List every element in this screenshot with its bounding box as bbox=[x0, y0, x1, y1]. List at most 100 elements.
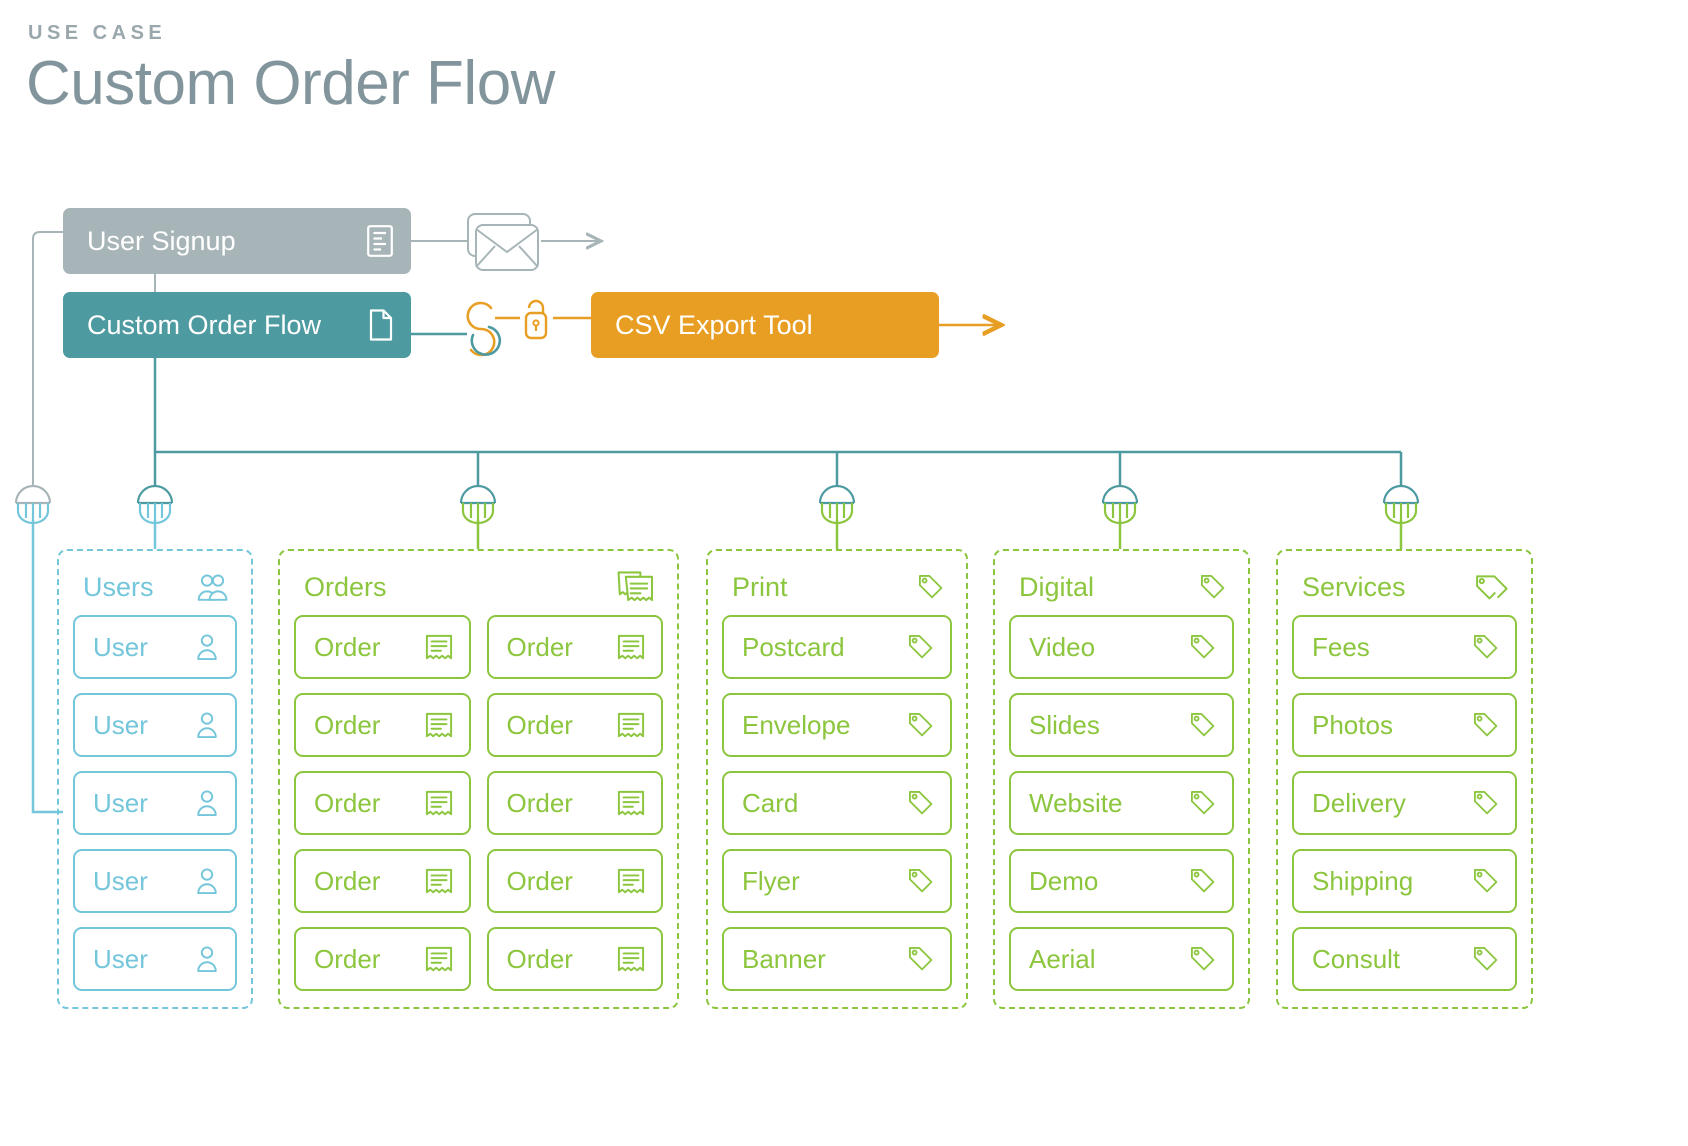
tag-icon bbox=[908, 790, 934, 816]
chip-label: Card bbox=[742, 787, 799, 818]
receipt-icon bbox=[425, 946, 453, 973]
receipt-icon bbox=[617, 634, 645, 661]
receipt-icon bbox=[617, 712, 645, 739]
chip-users-1[interactable]: User bbox=[73, 693, 237, 757]
plug-icon bbox=[14, 484, 52, 525]
chip-label: Shipping bbox=[1312, 865, 1414, 896]
user-icon bbox=[195, 789, 219, 818]
chip-label: Aerial bbox=[1029, 943, 1096, 974]
chip-label: Order bbox=[506, 709, 573, 740]
chip-label: Video bbox=[1029, 631, 1096, 662]
chip-orders-7[interactable]: Order bbox=[486, 849, 663, 913]
chip-label: Slides bbox=[1029, 709, 1100, 740]
receipt-icon bbox=[617, 790, 645, 817]
chip-digital-2[interactable]: Website bbox=[1009, 771, 1234, 835]
chip-label: Envelope bbox=[742, 709, 851, 740]
group-header-print: Print bbox=[722, 565, 952, 609]
chip-label: Demo bbox=[1029, 865, 1099, 896]
node-custom-order-flow[interactable]: Custom Order Flow bbox=[63, 292, 411, 358]
chip-services-4[interactable]: Consult bbox=[1292, 927, 1517, 991]
user-icon bbox=[195, 633, 219, 662]
chip-users-0[interactable]: User bbox=[73, 615, 237, 679]
node-csv-export-tool[interactable]: CSV Export Tool bbox=[591, 292, 939, 358]
chip-digital-4[interactable]: Aerial bbox=[1009, 927, 1234, 991]
user-icon bbox=[195, 945, 219, 974]
group-items-orders: Order Order Order Order bbox=[294, 615, 663, 991]
plug-icon bbox=[1101, 484, 1139, 525]
chip-label: Order bbox=[314, 943, 381, 974]
node-label: User Signup bbox=[87, 225, 236, 256]
plug-icon bbox=[459, 484, 497, 525]
sync-loop-icon bbox=[466, 301, 502, 357]
tag-icon bbox=[1473, 712, 1499, 738]
chip-digital-1[interactable]: Slides bbox=[1009, 693, 1234, 757]
tag-icon bbox=[1190, 868, 1216, 894]
plug-icon bbox=[136, 484, 174, 525]
chip-label: Postcard bbox=[742, 631, 845, 662]
chip-users-4[interactable]: User bbox=[73, 927, 237, 991]
chip-services-0[interactable]: Fees bbox=[1292, 615, 1517, 679]
tag-icon bbox=[1200, 574, 1226, 600]
chip-orders-3[interactable]: Order bbox=[486, 693, 663, 757]
chip-label: Order bbox=[314, 865, 381, 896]
page-title: Custom Order Flow bbox=[26, 49, 555, 118]
receipt-icon bbox=[425, 868, 453, 895]
chip-print-4[interactable]: Banner bbox=[722, 927, 952, 991]
chip-label: Order bbox=[506, 943, 573, 974]
chip-services-1[interactable]: Photos bbox=[1292, 693, 1517, 757]
document-lines-icon bbox=[367, 225, 393, 257]
group-orders: Orders Order Order Orde bbox=[278, 549, 679, 1009]
chip-users-3[interactable]: User bbox=[73, 849, 237, 913]
chip-print-0[interactable]: Postcard bbox=[722, 615, 952, 679]
node-user-signup[interactable]: User Signup bbox=[63, 208, 411, 274]
receipts-icon bbox=[617, 571, 655, 603]
chip-label: Banner bbox=[742, 943, 826, 974]
chip-label: Order bbox=[506, 865, 573, 896]
chip-orders-6[interactable]: Order bbox=[294, 849, 471, 913]
user-icon bbox=[195, 867, 219, 896]
group-title: Users bbox=[83, 571, 154, 602]
chip-digital-3[interactable]: Demo bbox=[1009, 849, 1234, 913]
chip-orders-9[interactable]: Order bbox=[486, 927, 663, 991]
chip-label: Flyer bbox=[742, 865, 800, 896]
tag-icon bbox=[1190, 712, 1216, 738]
chip-label: Consult bbox=[1312, 943, 1401, 974]
chip-orders-8[interactable]: Order bbox=[294, 927, 471, 991]
chip-label: User bbox=[93, 631, 148, 662]
chip-users-2[interactable]: User bbox=[73, 771, 237, 835]
tag-icon bbox=[908, 868, 934, 894]
group-header-users: Users bbox=[73, 565, 237, 609]
tag-icon bbox=[1190, 790, 1216, 816]
tag-icon bbox=[908, 634, 934, 660]
chip-orders-2[interactable]: Order bbox=[294, 693, 471, 757]
receipt-icon bbox=[425, 634, 453, 661]
chip-services-2[interactable]: Delivery bbox=[1292, 771, 1517, 835]
tag-icon bbox=[1473, 868, 1499, 894]
group-title: Print bbox=[732, 571, 788, 602]
node-label: CSV Export Tool bbox=[615, 309, 813, 340]
users-group-icon bbox=[197, 572, 229, 602]
chip-orders-0[interactable]: Order bbox=[294, 615, 471, 679]
chip-print-3[interactable]: Flyer bbox=[722, 849, 952, 913]
file-icon bbox=[369, 309, 393, 341]
tag-icon bbox=[1473, 946, 1499, 972]
chip-orders-5[interactable]: Order bbox=[486, 771, 663, 835]
chip-print-1[interactable]: Envelope bbox=[722, 693, 952, 757]
group-header-orders: Orders bbox=[294, 565, 663, 609]
chip-print-2[interactable]: Card bbox=[722, 771, 952, 835]
tag-icon bbox=[908, 946, 934, 972]
chip-services-3[interactable]: Shipping bbox=[1292, 849, 1517, 913]
chip-orders-1[interactable]: Order bbox=[486, 615, 663, 679]
chip-digital-0[interactable]: Video bbox=[1009, 615, 1234, 679]
tag-icon bbox=[918, 574, 944, 600]
chip-orders-4[interactable]: Order bbox=[294, 771, 471, 835]
receipt-icon bbox=[617, 868, 645, 895]
receipt-icon bbox=[425, 712, 453, 739]
tag-icon bbox=[1190, 634, 1216, 660]
